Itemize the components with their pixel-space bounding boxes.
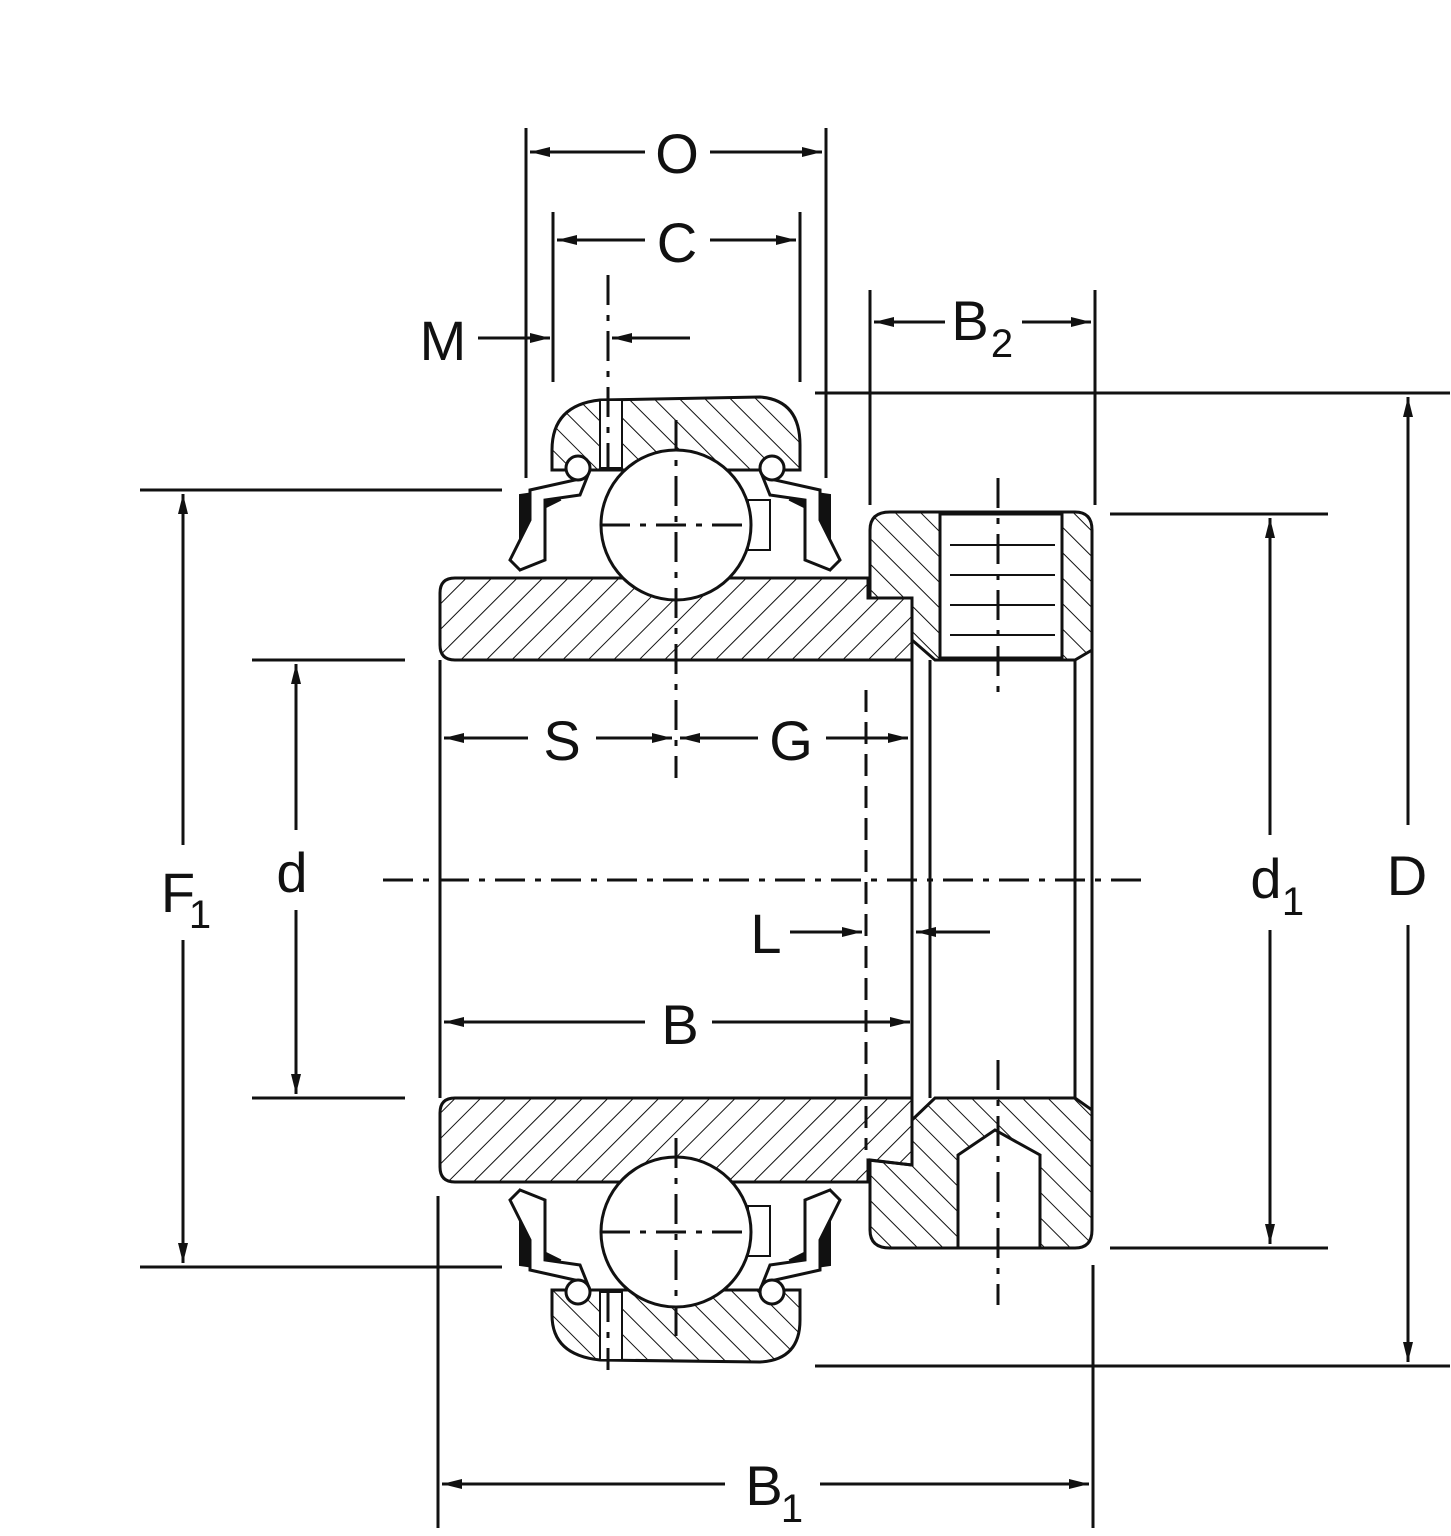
- label-S: S: [543, 709, 580, 772]
- seal-top-left: [508, 454, 592, 572]
- dimension-D: D: [1387, 397, 1427, 1362]
- label-D: D: [1387, 844, 1427, 907]
- dimension-d: d: [276, 664, 308, 1094]
- dimension-F1: F 1: [161, 494, 211, 1263]
- label-B1: B: [745, 1454, 782, 1517]
- label-d: d: [276, 841, 307, 904]
- label-C: C: [657, 211, 697, 274]
- dimension-G: G: [680, 709, 908, 772]
- dimension-d1: d 1: [1250, 518, 1304, 1244]
- dimension-O: O: [530, 122, 822, 185]
- label-L: L: [750, 902, 781, 965]
- label-F1-sub: 1: [189, 893, 211, 937]
- dimension-B1: B 1: [442, 1454, 1089, 1531]
- label-M: M: [420, 309, 467, 372]
- inner-ring-top: [438, 576, 914, 662]
- dimension-S: S: [444, 709, 672, 772]
- label-B2-sub: 2: [991, 322, 1013, 366]
- label-B2: B: [951, 289, 988, 352]
- dimension-M: M: [420, 309, 690, 372]
- seal-bottom-left: [508, 1188, 592, 1306]
- seal-top-right: [758, 454, 842, 572]
- dimension-B2: B 2: [874, 289, 1091, 366]
- dimension-B: B: [444, 993, 910, 1056]
- locking-collar-bottom: [868, 1096, 1094, 1250]
- label-B: B: [661, 993, 698, 1056]
- locking-collar-top: [868, 510, 1094, 662]
- centerlines: [383, 275, 1145, 1370]
- dimension-L: L: [750, 902, 990, 965]
- extension-lines: [140, 128, 1450, 1528]
- label-B1-sub: 1: [781, 1487, 803, 1531]
- seal-bottom-right: [758, 1188, 842, 1306]
- label-F1: F: [161, 861, 195, 924]
- label-G: G: [769, 709, 813, 772]
- dimension-C: C: [557, 211, 796, 274]
- label-O: O: [655, 122, 699, 185]
- label-d1-sub: 1: [1282, 880, 1304, 924]
- label-d1: d: [1250, 847, 1281, 910]
